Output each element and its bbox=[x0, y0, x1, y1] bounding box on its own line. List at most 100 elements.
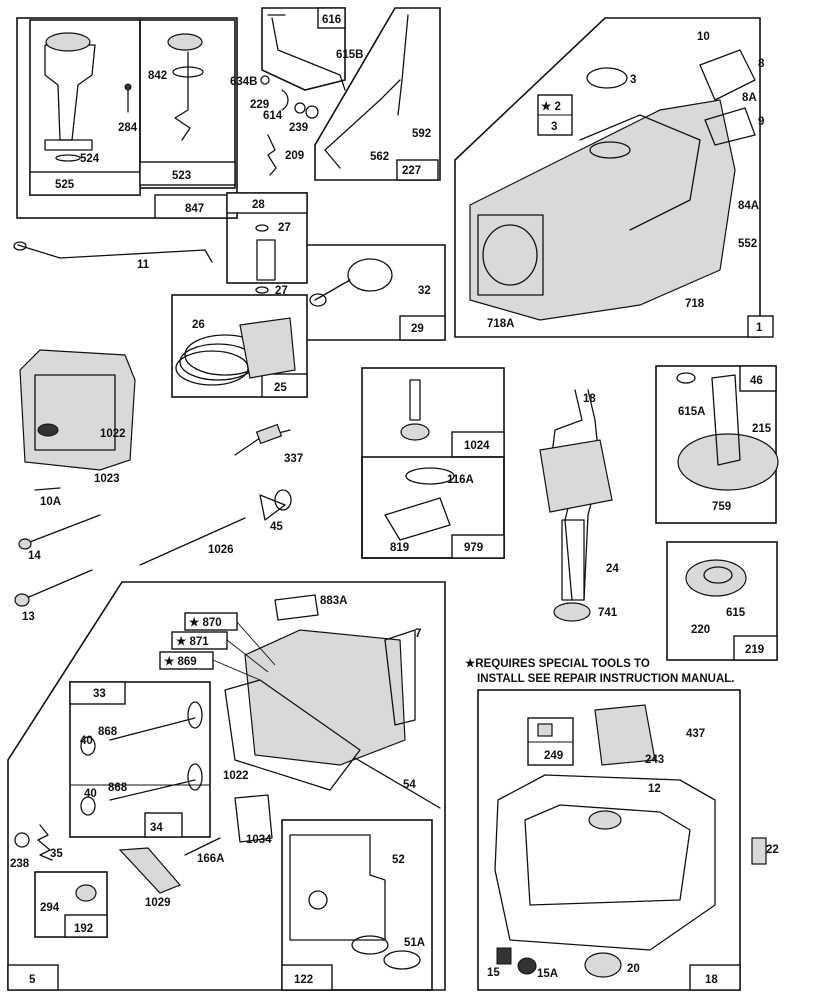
label-54: 54 bbox=[403, 779, 416, 791]
label-741: 741 bbox=[598, 607, 618, 619]
crankcase-cover-part bbox=[494, 774, 716, 951]
label-40b: 40 bbox=[84, 788, 97, 800]
linkage-small-parts: 634B 229 614 239 209 bbox=[230, 75, 319, 176]
label-437: 437 bbox=[686, 728, 705, 740]
label-870-special: ★ 870 bbox=[189, 616, 222, 629]
label-294: 294 bbox=[40, 902, 60, 914]
label-27a: 27 bbox=[278, 222, 291, 234]
label-759: 759 bbox=[712, 501, 731, 513]
label-868b: 868 bbox=[108, 782, 128, 794]
label-11: 11 bbox=[137, 259, 150, 271]
label-243: 243 bbox=[645, 754, 664, 766]
label-215: 215 bbox=[752, 423, 772, 435]
cap-238 bbox=[14, 832, 30, 848]
label-718: 718 bbox=[685, 298, 705, 310]
label-18: 18 bbox=[583, 393, 596, 405]
gasket-52 bbox=[289, 834, 386, 941]
valve-cover-1023: 1022 1023 bbox=[19, 349, 136, 485]
label-869-special: ★ 869 bbox=[164, 655, 197, 668]
label-979: 979 bbox=[464, 542, 483, 554]
label-33: 33 bbox=[93, 688, 106, 700]
label-209: 209 bbox=[285, 150, 304, 162]
piston-rings-part bbox=[175, 317, 296, 386]
gasket-51a-2 bbox=[383, 950, 421, 970]
label-52: 52 bbox=[392, 854, 405, 866]
label-524: 524 bbox=[80, 153, 100, 165]
label-718a: 718A bbox=[487, 318, 515, 330]
label-26: 26 bbox=[192, 319, 205, 331]
label-552: 552 bbox=[738, 238, 757, 250]
seal-3 bbox=[586, 67, 628, 89]
label-616: 616 bbox=[322, 14, 341, 26]
label-122: 122 bbox=[294, 974, 313, 986]
label-1022b: 1022 bbox=[223, 770, 249, 782]
label-220: 220 bbox=[691, 624, 710, 636]
piston-pin-part bbox=[256, 239, 276, 281]
label-1024: 1024 bbox=[464, 440, 490, 452]
group-piston: 28 27 27 26 25 32 29 bbox=[171, 192, 446, 398]
group-847: 525 524 523 842 284 847 bbox=[16, 17, 238, 219]
label-35: 35 bbox=[50, 848, 63, 860]
label-45: 45 bbox=[270, 521, 283, 533]
label-32: 32 bbox=[418, 285, 431, 297]
label-239: 239 bbox=[289, 122, 308, 134]
gasket-9 bbox=[704, 107, 756, 146]
dipstick-part bbox=[167, 33, 204, 141]
group-18-crankcase: 249 243 437 12 22 15 15A 20 18 bbox=[477, 689, 779, 991]
label-615: 615 bbox=[726, 607, 746, 619]
label-868a: 868 bbox=[98, 726, 118, 738]
label-84a: 84A bbox=[738, 200, 759, 212]
label-219: 219 bbox=[745, 644, 764, 656]
group-46-camshaft: 46 615A 215 759 bbox=[655, 365, 779, 524]
label-7: 7 bbox=[415, 628, 421, 640]
label-9: 9 bbox=[758, 116, 764, 128]
cylinder-head-part bbox=[244, 629, 406, 766]
breather-243 bbox=[594, 704, 656, 766]
valve-exhaust bbox=[109, 779, 196, 801]
label-1: 1 bbox=[756, 322, 763, 334]
label-883a: 883A bbox=[320, 595, 348, 607]
label-614: 614 bbox=[263, 110, 283, 122]
label-15a: 15A bbox=[537, 968, 558, 980]
connecting-rod-part bbox=[309, 258, 393, 307]
label-847: 847 bbox=[185, 203, 204, 215]
label-523: 523 bbox=[172, 170, 191, 182]
label-10a: 10A bbox=[40, 496, 61, 508]
label-1023: 1023 bbox=[94, 473, 120, 485]
headbolt-54 bbox=[354, 757, 441, 809]
group-1-cylinder: ★ 2 3 3 10 8 8A 9 84A 552 718 718A 1 bbox=[454, 17, 774, 338]
plate-1034 bbox=[234, 794, 273, 843]
label-8a: 8A bbox=[742, 92, 757, 104]
label-525: 525 bbox=[55, 179, 75, 191]
label-249: 249 bbox=[544, 750, 563, 762]
label-284: 284 bbox=[118, 122, 138, 134]
label-14: 14 bbox=[28, 550, 41, 562]
label-819: 819 bbox=[390, 542, 409, 554]
label-615a: 615A bbox=[678, 406, 706, 418]
label-40a: 40 bbox=[80, 735, 93, 747]
label-3b: 3 bbox=[551, 121, 557, 133]
group-5-cylinder-head: 5 883A 7 ★ 870 ★ 871 ★ 869 33 868 40 868… bbox=[7, 581, 446, 991]
label-238: 238 bbox=[10, 858, 30, 870]
label-22: 22 bbox=[766, 844, 779, 856]
loose-bolts: 10A 14 45 1026 13 bbox=[14, 487, 292, 623]
label-592: 592 bbox=[412, 128, 431, 140]
spark-plug-337: 337 bbox=[234, 423, 303, 465]
label-871-special: ★ 871 bbox=[176, 635, 209, 648]
label-1029: 1029 bbox=[145, 897, 171, 909]
valve-intake bbox=[109, 717, 196, 741]
label-166a: 166A bbox=[197, 853, 225, 865]
gasket-51a-1 bbox=[351, 935, 389, 955]
label-24: 24 bbox=[606, 563, 619, 575]
gasket-883a bbox=[274, 594, 319, 621]
label-8: 8 bbox=[758, 58, 765, 70]
group-979: 1024 116A 819 979 bbox=[361, 367, 505, 559]
label-2-special: ★ 2 bbox=[541, 100, 561, 113]
governor-rod-11: 11 bbox=[13, 241, 213, 271]
label-51a: 51A bbox=[404, 937, 425, 949]
special-tools-note-line2: INSTALL SEE REPAIR INSTRUCTION MANUAL. bbox=[477, 673, 734, 685]
cover-8 bbox=[699, 49, 756, 101]
label-227: 227 bbox=[402, 165, 421, 177]
label-20: 20 bbox=[627, 963, 640, 975]
